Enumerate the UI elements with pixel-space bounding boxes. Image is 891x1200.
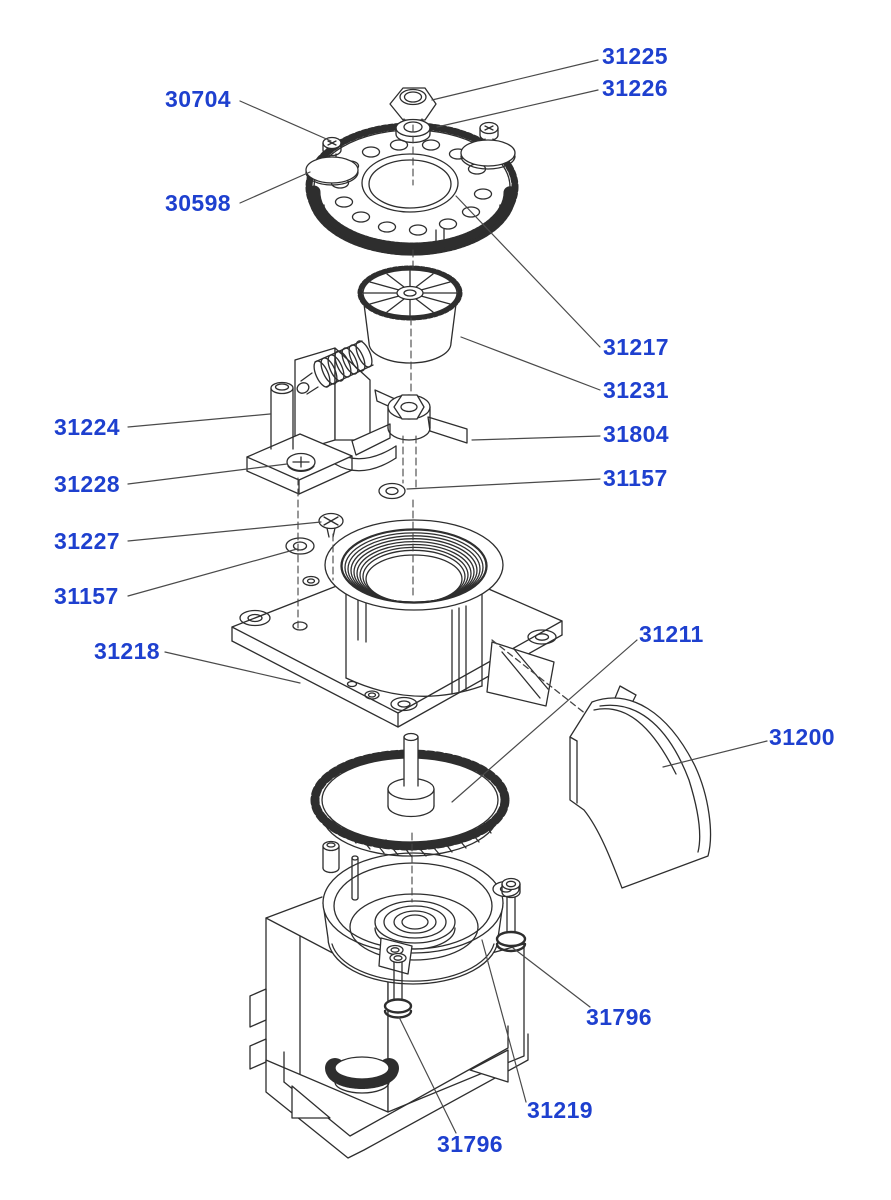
part-label[interactable]: 31224	[54, 414, 120, 440]
clutch-screw-right	[461, 123, 515, 170]
threaded-cylinder	[325, 520, 610, 733]
part-label[interactable]: 31226	[602, 75, 668, 101]
part-label[interactable]: 30704	[165, 86, 231, 112]
part-label[interactable]: 31157	[603, 465, 668, 491]
part-label[interactable]: 31231	[603, 377, 669, 403]
clutch-screw-left	[306, 138, 358, 186]
part-label[interactable]: 31211	[639, 621, 704, 647]
part-label[interactable]: 31796	[586, 1004, 652, 1030]
washer-lower	[286, 538, 314, 554]
helical-gear	[315, 734, 505, 858]
phillips-screw	[319, 514, 343, 538]
part-label[interactable]: 31228	[54, 471, 120, 497]
worm-bracket	[247, 339, 396, 494]
cover-shell	[570, 686, 710, 888]
hex-nut	[390, 88, 436, 125]
housing-screw-center	[385, 954, 411, 1018]
part-label[interactable]: 31219	[527, 1097, 593, 1123]
leader-lines	[128, 60, 767, 1133]
part-label[interactable]: 31200	[769, 724, 835, 750]
clutch-knob	[360, 268, 460, 363]
part-label[interactable]: 31225	[602, 43, 668, 69]
part-label[interactable]: 31218	[94, 638, 160, 664]
housing-screw-right	[497, 879, 525, 952]
part-label[interactable]: 31796	[437, 1131, 503, 1157]
part-label[interactable]: 31804	[603, 421, 669, 447]
part-label[interactable]: 31157	[54, 583, 119, 609]
tri-arm-coupler	[352, 390, 467, 455]
part-label[interactable]: 31227	[54, 528, 120, 554]
gear-housing-cup	[323, 842, 519, 985]
center-axis-lines	[298, 125, 416, 902]
part-label[interactable]: 30598	[165, 190, 231, 216]
washer-upper	[379, 484, 405, 499]
part-label[interactable]: 31217	[603, 334, 669, 360]
